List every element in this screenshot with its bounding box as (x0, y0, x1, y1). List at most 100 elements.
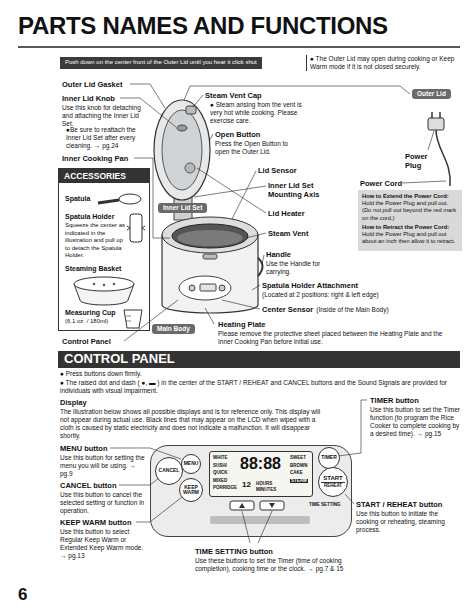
leader-line (258, 511, 272, 543)
description-text: Use this knob for detaching and attachin… (62, 104, 150, 128)
page-number: 6 (18, 586, 27, 603)
part-name: Inner Lid Knob (62, 94, 115, 103)
node-text: MINUTES (256, 488, 276, 493)
plug-prong (431, 112, 433, 118)
node-text: CANCEL (158, 468, 180, 473)
part-name: Control Panel (62, 337, 111, 346)
description-text: The illustration below shows all possibl… (60, 408, 330, 440)
part-name: Inner Cooking Pan (62, 154, 128, 163)
description-text: Use this button to set the Timer functio… (370, 406, 462, 438)
part-name: Center Sensor (262, 305, 313, 314)
node-text: HOURS (256, 482, 272, 487)
description-text: ● Press buttons down firmly. (60, 370, 141, 378)
lcd-display: WHITE SUSHI QUICK MIXED PORRIDGE 88:88 SWEET BR… (209, 451, 313, 497)
description-text: Use this button to initiate the cooking … (356, 510, 462, 534)
basket-hole (93, 283, 95, 285)
front-panel (179, 276, 231, 300)
description-text: Use these buttons to set the Timer (time… (195, 557, 345, 573)
leader-line (209, 134, 213, 141)
power-plug (428, 112, 450, 186)
description-text: Use this button to select Regular Keep W… (60, 528, 146, 560)
description-text: ● The raised dot and dash ( ●, ▬ ) in th… (60, 379, 460, 395)
part-name: CANCEL button (60, 481, 117, 490)
part-name: KEEP WARM button (60, 518, 132, 527)
part-name: TIME SETTING button (195, 547, 273, 556)
leader-line (252, 285, 260, 290)
node-text: Measuring Cup (65, 309, 116, 317)
node-text: Spatula (65, 195, 90, 203)
leader-line (119, 478, 159, 485)
node-text: TIMER (321, 455, 338, 460)
description-text: Please remove the protective sheet place… (218, 330, 458, 346)
part-badge: Outer Lid (412, 89, 451, 99)
description-text: (Located at 2 positions: right & left ed… (262, 291, 379, 299)
cup-marks (126, 316, 131, 321)
leader-line (184, 86, 410, 100)
basket-rim (74, 277, 134, 291)
panel-button: TIMER (318, 447, 340, 469)
part-name: Power Cord (360, 179, 402, 188)
triangle-symbol (239, 503, 245, 508)
panel-display (200, 284, 216, 291)
squeeze-arrows (127, 226, 145, 230)
part-name: TIMER button (370, 396, 419, 405)
info-box: How to Extend the Power Cord:Hold the Po… (358, 190, 462, 251)
part-badge: Inner Lid Set (158, 203, 207, 213)
node-text: Push down on the center front of the Out… (65, 59, 257, 67)
node-text: KEEP WARM (182, 485, 200, 496)
node-text: SUSHI (213, 464, 227, 469)
open-button (203, 254, 217, 259)
node-text: Squeeze the center as indicated in the i… (65, 222, 129, 260)
instruction-bar: Push down on the center front of the Out… (60, 57, 262, 69)
node-text: QUICK (213, 471, 228, 476)
part-name: Inner Lid Set Mounting Axis (268, 181, 328, 199)
node-text: Steaming Basket (65, 265, 121, 273)
part-badge: Main Body (152, 324, 195, 334)
node-text: Inner Lid Set (163, 204, 202, 212)
power-cord (436, 130, 450, 186)
leader-lines (110, 84, 446, 543)
node-text: Hold the Power Plug and pull out. (Do no… (362, 200, 458, 222)
page-title: PARTS NAMES AND FUNCTIONS (18, 14, 388, 38)
node-text: PORRIDGE (213, 486, 237, 491)
part-name: Spatula Holder Attachment (262, 281, 358, 290)
time-button (260, 501, 284, 510)
part-name: Steam Vent Cap (205, 91, 262, 100)
leader-line (197, 168, 266, 213)
node-text: (6.1 oz. / 180ml) (65, 318, 108, 326)
node-text: How to Extend the Power Cord: (362, 193, 458, 200)
steam-vent-cap (186, 106, 196, 114)
description-text: ●Be sure to reattach the Inner Lid Set a… (66, 126, 150, 150)
inner-pan-bottom (177, 230, 243, 246)
node-text: Outer Lid (417, 90, 446, 98)
leader-line (262, 255, 264, 264)
body-rim (162, 217, 258, 253)
node-text: REHEAT (321, 482, 345, 489)
part-name: Handle (266, 250, 291, 259)
node-text: MIXED (213, 479, 227, 484)
caution-note: ● The Outer Lid may open during cooking … (306, 55, 466, 71)
leader-line (205, 308, 214, 324)
leader-line (428, 131, 434, 150)
node-text: 88:88 (240, 456, 281, 472)
triangle-symbol (269, 503, 275, 508)
node-text: BROWN (290, 464, 308, 469)
spatula-holder (130, 214, 142, 242)
node-text: MENU (183, 461, 198, 466)
node-text: CONTROL PANEL (64, 352, 454, 367)
panel-button: MENU (181, 454, 201, 474)
inner-lid (162, 110, 202, 190)
control-panel: TIME SETTINGCANCELMENUKEEP WARMWHITESUSH… (150, 445, 352, 537)
description-text: Use the Handle for carrying. (266, 260, 324, 276)
node-text: SWEET (290, 456, 306, 461)
leader-line (194, 186, 266, 197)
node-text: WHITE (213, 456, 228, 461)
inner-pan (172, 224, 248, 248)
part-name: Power Plug (405, 152, 435, 170)
section-bar: CONTROL PANEL (58, 351, 460, 368)
leader-line (193, 95, 203, 107)
part-name: Lid Heater (268, 209, 305, 218)
description-text: Use this button to cancel the selected s… (60, 491, 146, 515)
basket-hole (103, 284, 105, 286)
